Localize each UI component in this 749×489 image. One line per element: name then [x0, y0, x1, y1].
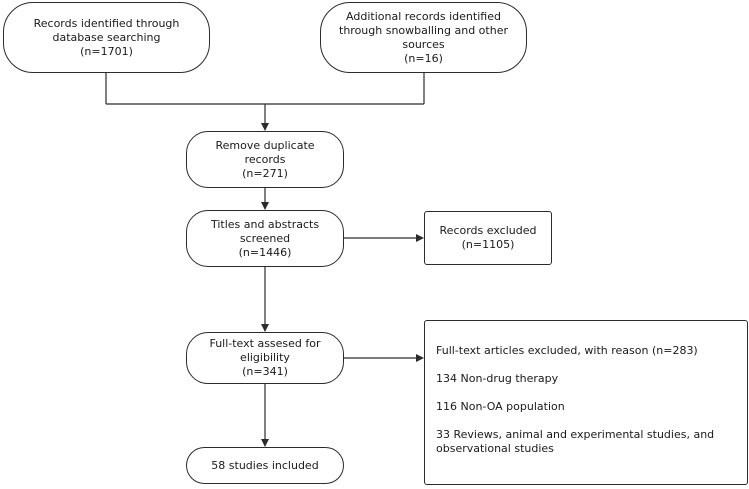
screened-line-2: screened — [239, 231, 291, 245]
exclusion-reason-1: 134 Non-drug therapy — [436, 372, 559, 385]
included-node: 58 studies included — [186, 447, 344, 484]
records-excluded-count: (n=1105) — [461, 238, 515, 251]
records-excluded-line-1: Records excluded — [439, 224, 537, 237]
full-text-count: (n=341) — [242, 365, 288, 378]
full-text-excluded-node: Full-text articles excluded, with reason… — [424, 320, 748, 485]
exclusion-reason-3-continued: observational studies — [436, 442, 554, 455]
additional-records-line-1: Additional records identified — [346, 9, 501, 23]
additional-records-line-3: sources — [402, 37, 445, 51]
remove-duplicates-count: (n=271) — [242, 166, 288, 180]
database-search-line-1: Records identified through — [33, 16, 180, 30]
database-search-line-2: database searching — [52, 30, 161, 44]
full-text-line-1: Full-text assesed for — [209, 337, 321, 350]
exclusion-reason-3: 33 Reviews, animal and experimental stud… — [436, 428, 715, 441]
screened-node: Titles and abstracts screened (n=1446) — [186, 210, 344, 267]
database-search-count: (n=1701) — [80, 44, 133, 58]
full-text-excluded-heading: Full-text articles excluded, with reason… — [436, 344, 698, 357]
full-text-line-2: eligibility — [240, 351, 290, 364]
additional-records-count: (n=16) — [404, 51, 443, 65]
screened-count: (n=1446) — [238, 245, 292, 259]
included-label: 58 studies included — [211, 458, 319, 472]
records-excluded-node: Records excluded (n=1105) — [424, 211, 552, 265]
remove-duplicates-node: Remove duplicate records (n=271) — [186, 131, 344, 188]
remove-duplicates-line-2: records — [244, 152, 286, 166]
full-text-node: Full-text assesed for eligibility (n=341… — [186, 332, 344, 384]
database-search-node: Records identified through database sear… — [3, 2, 210, 73]
additional-records-node: Additional records identified through sn… — [320, 2, 527, 73]
remove-duplicates-line-1: Remove duplicate — [215, 138, 315, 152]
screened-line-1: Titles and abstracts — [210, 217, 320, 231]
exclusion-reason-2: 116 Non-OA population — [436, 400, 565, 413]
additional-records-line-2: through snowballing and other — [339, 23, 508, 37]
